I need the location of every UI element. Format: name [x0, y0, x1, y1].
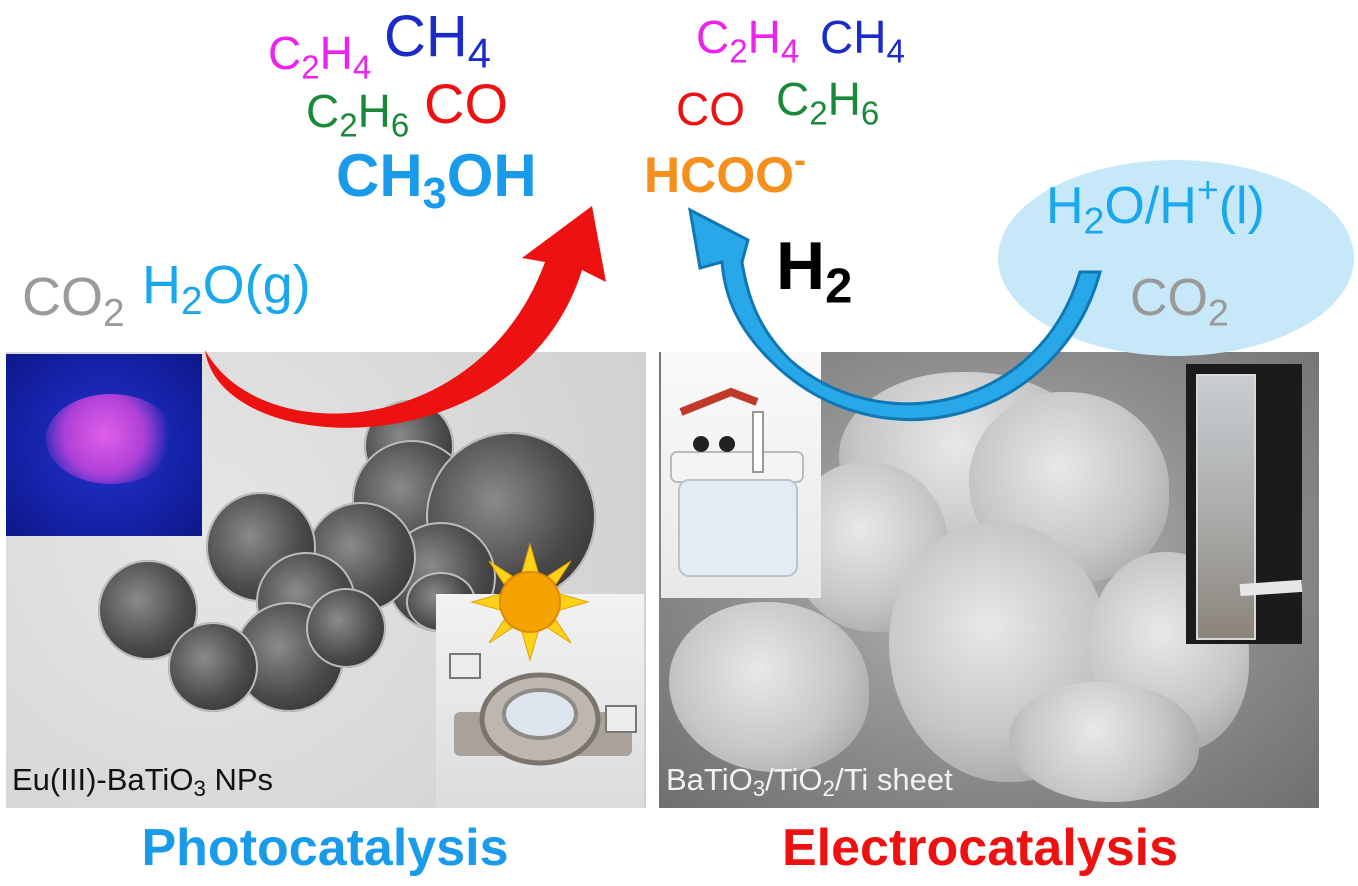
c2h4-left: C2H4 [268, 27, 372, 87]
h2: H2 [776, 228, 853, 314]
co2-right: CO2 [1130, 269, 1229, 334]
reactor-valve [449, 653, 481, 679]
cell-drawing [670, 387, 804, 577]
luminescent-powder-photo [6, 354, 202, 536]
h2o-liquid: H2O/H+(l) [1046, 168, 1265, 242]
clip-wire [679, 387, 759, 416]
cell-glass [678, 479, 798, 577]
powder-glow [46, 394, 176, 484]
photocatalysis-title: Photocatalysis [141, 819, 509, 877]
reactor-drawing [449, 653, 637, 766]
reactor-valve [605, 705, 637, 733]
sem-grain [669, 602, 869, 772]
electrochemical-cell-photo [661, 352, 821, 598]
terminal [719, 436, 735, 452]
tem-caption: Eu(III)-BaTiO3 NPs [12, 762, 274, 802]
ch3oh: CH3OH [336, 142, 537, 219]
blue-arrow [688, 207, 1102, 421]
nanoparticle [168, 622, 258, 712]
electrode [752, 411, 764, 473]
ch4-right: CH4 [820, 11, 905, 71]
h2o-gas: H2O(g) [142, 255, 311, 323]
electrocatalysis-title: Electrocatalysis [781, 819, 1179, 877]
reactor-window [502, 688, 578, 740]
sem-caption: BaTiO3/TiO2/Ti sheet [666, 762, 953, 802]
sem-grain [1009, 682, 1199, 802]
red-arrow [205, 206, 606, 428]
co2-left: CO2 [22, 267, 125, 335]
c2h6-right: C2H6 [776, 73, 880, 133]
sun-icon [470, 542, 590, 662]
c2h6-left: C2H6 [306, 85, 410, 145]
ti-sheet-photo [1186, 364, 1303, 644]
terminal [693, 436, 709, 452]
nanoparticle [306, 588, 386, 668]
co-right: CO [676, 83, 745, 135]
formate: HCOO- [644, 139, 806, 203]
c2h4-right: C2H4 [696, 11, 800, 71]
co-left: CO [424, 72, 508, 135]
ch4-left: CH4 [384, 4, 492, 77]
